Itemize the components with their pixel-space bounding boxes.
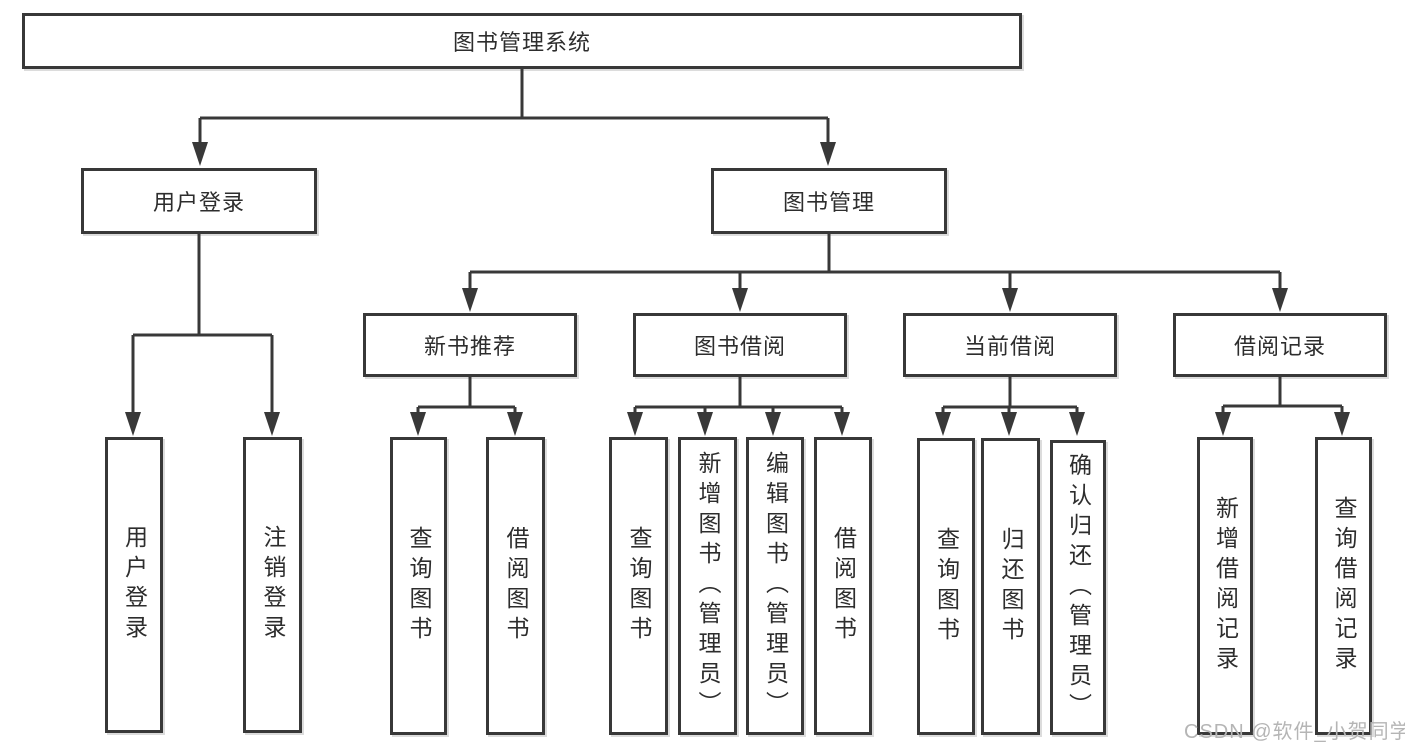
arrowhead — [935, 412, 951, 436]
leaf-cb-confirm-return-admin: 确认归还（管理员） — [1050, 440, 1106, 735]
leaf-cb-return-books: 归还图书 — [981, 438, 1040, 735]
leaf-cb-query-books: 查询图书 — [917, 438, 975, 735]
arrowhead — [765, 412, 781, 436]
arrowhead — [732, 288, 748, 312]
arrowhead — [1001, 412, 1017, 436]
leaf-bb-query-books: 查询图书 — [609, 437, 668, 735]
arrowhead — [462, 288, 478, 312]
arrowhead — [410, 412, 426, 436]
arrowhead — [1334, 412, 1350, 436]
leaf-bb-borrow-books: 借阅图书 — [814, 437, 872, 735]
node-new-book-recommend: 新书推荐 — [363, 313, 577, 377]
connector-borrow-records-split — [1221, 377, 1344, 418]
leaf-bb-add-books-admin: 新增图书（管理员） — [678, 437, 737, 735]
node-borrow-records: 借阅记录 — [1173, 313, 1387, 377]
arrowhead — [125, 412, 141, 436]
node-root-library-system: 图书管理系统 — [22, 13, 1022, 69]
connector-book-management-split — [468, 234, 1282, 291]
leaf-bb-edit-books-admin: 编辑图书（管理员） — [746, 437, 804, 735]
node-current-borrow: 当前借阅 — [903, 313, 1117, 377]
node-book-management: 图书管理 — [711, 168, 947, 234]
arrowhead — [1215, 412, 1231, 436]
arrowhead — [192, 142, 208, 166]
arrowhead — [834, 412, 850, 436]
arrowhead — [264, 412, 280, 436]
connector-root-split — [198, 69, 830, 147]
leaf-user-login: 用户登录 — [105, 437, 163, 733]
connector-new-book-split — [416, 377, 517, 418]
node-user-login: 用户登录 — [81, 168, 317, 234]
leaf-nbr-query-books: 查询图书 — [390, 437, 447, 735]
connector-book-borrow-split — [633, 377, 844, 418]
arrowhead — [507, 412, 523, 436]
arrowhead — [820, 142, 836, 166]
arrowhead — [627, 412, 643, 436]
connector-user-login-split — [131, 234, 274, 418]
arrowhead — [697, 412, 713, 436]
arrowhead — [1002, 288, 1018, 312]
leaf-br-query-record: 查询借阅记录 — [1315, 437, 1372, 735]
arrowhead — [1069, 412, 1085, 436]
node-book-borrow: 图书借阅 — [633, 313, 847, 377]
csdn-watermark: CSDN @软件_小贺同学 — [1184, 721, 1405, 743]
leaf-br-add-record: 新增借阅记录 — [1197, 437, 1253, 735]
leaf-logout: 注销登录 — [243, 437, 302, 733]
connector-current-borrow-split — [941, 377, 1079, 418]
arrowhead — [1272, 288, 1288, 312]
leaf-nbr-borrow-books: 借阅图书 — [486, 437, 545, 735]
